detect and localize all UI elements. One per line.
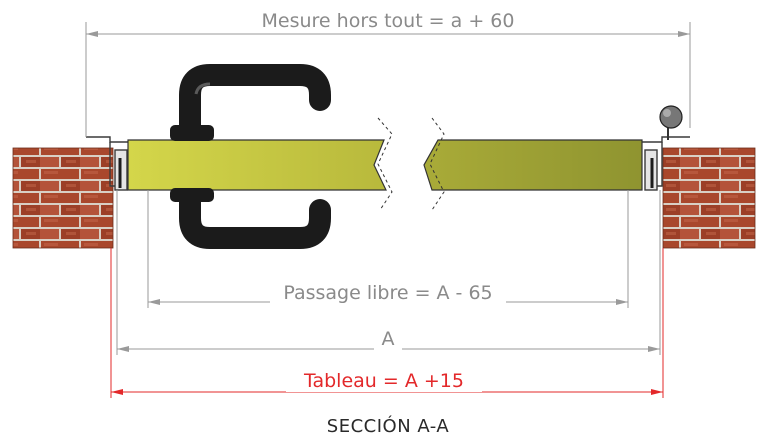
brick-wall-right	[662, 147, 756, 249]
frame-profile-right	[640, 136, 690, 191]
dimension-reveal: Tableau = A +15	[111, 368, 663, 395]
door-panel-left	[127, 139, 387, 191]
dimension-opening: A	[117, 328, 660, 352]
hinge-icon	[659, 105, 683, 140]
section-caption: SECCIÓN A-A	[327, 415, 450, 437]
brick-wall-left	[12, 147, 114, 249]
opening-dimension-label: A	[382, 328, 395, 350]
overall-dimension-label: Mesure hors tout = a + 60	[262, 10, 515, 32]
reveal-dimension-label: Tableau = A +15	[303, 370, 464, 392]
frame-profile-left	[86, 136, 128, 191]
door-panel-right	[423, 139, 643, 191]
clear-passage-label: Passage libre = A - 65	[283, 282, 492, 304]
extension-lines	[85, 22, 691, 355]
reveal-extension-lines	[110, 248, 664, 398]
dimension-overall: Mesure hors tout = a + 60	[86, 6, 690, 37]
break-lines	[377, 117, 445, 211]
pull-handle-icon	[170, 64, 331, 249]
dimension-clear-passage: Passage libre = A - 65	[148, 280, 628, 305]
